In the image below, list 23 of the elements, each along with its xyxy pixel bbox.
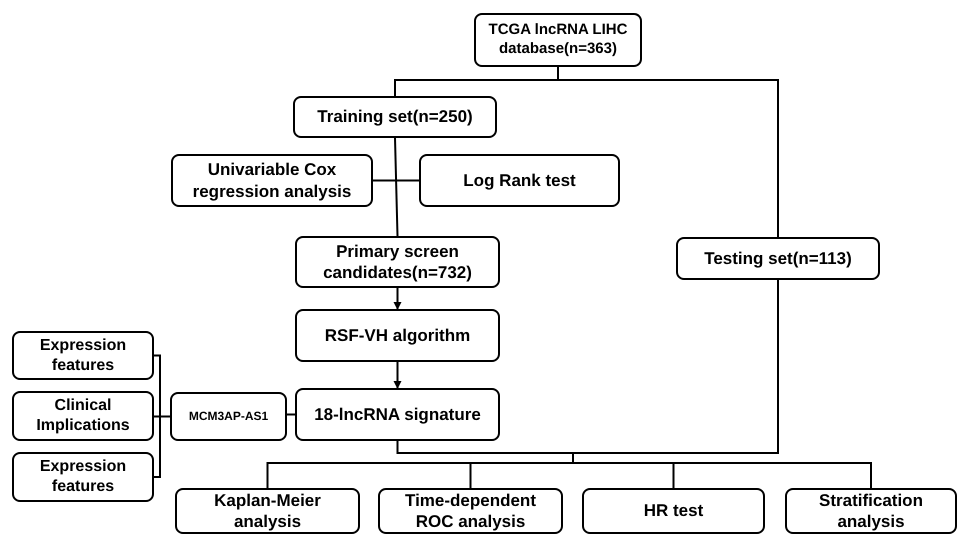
process-box: Testing set(n=113) — [676, 237, 880, 280]
connector-line — [287, 414, 295, 416]
connector-line — [394, 138, 398, 236]
process-box: Primary screen candidates(n=732) — [295, 236, 500, 288]
process-box: TCGA lncRNA LIHC database(n=363) — [474, 13, 642, 67]
connector-line — [557, 67, 779, 237]
process-box: Univariable Cox regression analysis — [171, 154, 373, 207]
process-box: HR test — [582, 488, 765, 534]
process-box: Kaplan-Meier analysis — [175, 488, 360, 534]
process-box: Log Rank test — [419, 154, 620, 207]
arrow — [394, 288, 402, 310]
process-box: Expression features — [12, 331, 154, 380]
process-box: RSF-VH algorithm — [295, 309, 500, 362]
process-box: MCM3AP-AS1 — [170, 392, 287, 441]
connector-line — [373, 180, 419, 182]
process-box: Training set(n=250) — [293, 96, 497, 138]
arrow — [394, 362, 402, 389]
process-box: Expression features — [12, 452, 154, 502]
process-box: Time-dependent ROC analysis — [378, 488, 563, 534]
process-box: 18-lncRNA signature — [295, 388, 500, 441]
process-box: Clinical Implications — [12, 391, 154, 441]
connector-line — [154, 416, 170, 478]
process-box: Stratification analysis — [785, 488, 957, 534]
